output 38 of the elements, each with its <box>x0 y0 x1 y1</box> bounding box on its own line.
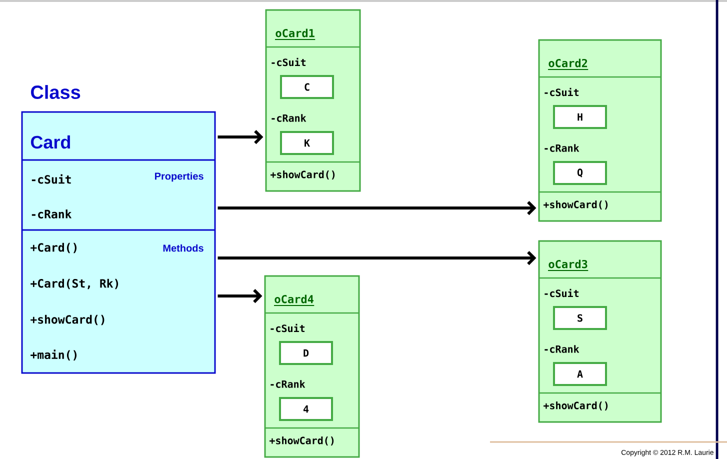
method-text: +main() <box>30 350 76 360</box>
method-text: +showCard() <box>544 200 608 210</box>
attribute-text: -cSuit <box>32 174 71 184</box>
attribute-text: -cRank <box>32 210 72 218</box>
value-box: 4 <box>279 397 333 421</box>
attribute-text: -cRank <box>272 114 306 122</box>
section-label: Methods <box>163 244 204 252</box>
method-text: +Card(St, Rk) <box>30 278 118 290</box>
value-box: S <box>553 306 607 330</box>
attribute-text: -cRank <box>544 144 580 152</box>
arrow <box>218 130 264 144</box>
attribute-text: -cSuit <box>544 288 579 298</box>
value-box: K <box>280 131 334 155</box>
attribute-text: -cRank <box>544 345 580 353</box>
attribute-text: -cRank <box>270 380 306 388</box>
value-box: Q <box>553 161 607 185</box>
method-text: +showCard() <box>544 402 608 410</box>
section-label: Properties <box>155 172 204 182</box>
value-box: A <box>553 362 607 386</box>
arrow <box>218 200 536 216</box>
object-name: oCard2 <box>548 58 589 70</box>
class-heading: Class <box>31 85 80 99</box>
method-text: +showCard() <box>270 170 335 180</box>
arrow <box>218 288 262 304</box>
value-box: D <box>279 341 333 365</box>
arrow <box>218 250 536 266</box>
attribute-text: -cSuit <box>270 324 305 332</box>
value-box: C <box>280 75 334 99</box>
object-name: oCard3 <box>548 260 589 271</box>
object-name: oCard1 <box>274 28 316 40</box>
attribute-text: -cSuit <box>272 58 306 66</box>
method-text: +Card() <box>30 242 76 254</box>
method-text: +showCard() <box>30 314 104 326</box>
value-box: H <box>553 105 607 129</box>
method-text: +showCard() <box>270 436 334 446</box>
object-name: oCard4 <box>274 294 315 306</box>
attribute-text: -cSuit <box>544 88 579 96</box>
class-name: Card <box>30 135 70 149</box>
